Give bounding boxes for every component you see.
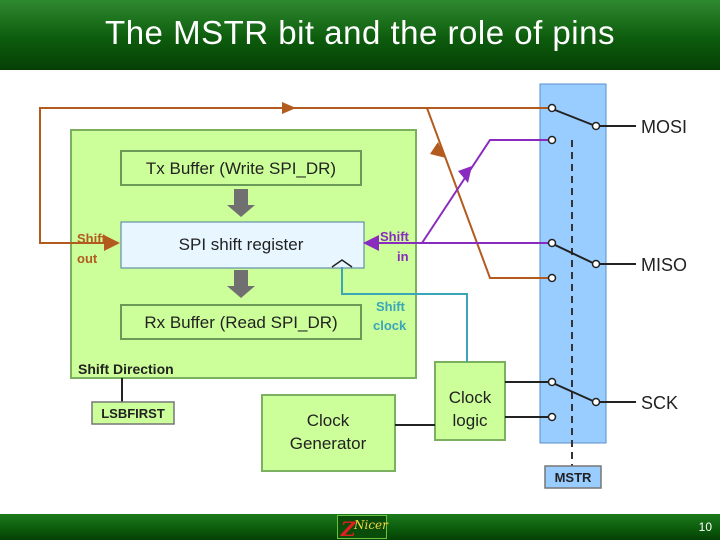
- shift-clock-line: [341, 267, 468, 362]
- clock-generator-label-2: Generator: [290, 434, 367, 453]
- tx-buffer-label: Tx Buffer (Write SPI_DR): [146, 159, 336, 178]
- shift-clock-label-1: Shift: [376, 299, 406, 314]
- sck-switch: [547, 377, 636, 422]
- cross-arrow-brown: [430, 142, 446, 158]
- shift-out-label-2: out: [77, 251, 98, 266]
- clock-generator-label-1: Clock: [307, 411, 350, 430]
- mstr-label: MSTR: [555, 470, 592, 485]
- clock-generator-box: [261, 394, 396, 472]
- miso-switch: [547, 238, 636, 283]
- logo: Z Nicer: [337, 515, 388, 541]
- shift-in-label-1: Shift: [380, 229, 410, 244]
- tx-buffer-box: [120, 150, 362, 186]
- arrow-tx-to-shift: [227, 189, 255, 217]
- shift-in-label-2: in: [397, 249, 409, 264]
- arrow-shift-to-rx: [227, 270, 255, 298]
- logo-letter: Z: [341, 517, 356, 541]
- pin-miso-label: MISO: [641, 255, 687, 275]
- mstr-box: [544, 465, 602, 489]
- shift-register-label: SPI shift register: [179, 235, 304, 254]
- rx-buffer-box: [120, 304, 362, 340]
- mosi-switch: [547, 103, 636, 145]
- lsbfirst-box: [91, 401, 175, 425]
- shift-out-arrow-top: [282, 102, 296, 114]
- cross-arrow-purple: [458, 166, 472, 183]
- clock-logic-label-2: logic: [453, 411, 488, 430]
- pin-mosi-label: MOSI: [641, 117, 687, 137]
- shift-clock-label-2: clock: [373, 318, 407, 333]
- shift-direction-label: Shift Direction: [78, 361, 174, 377]
- pin-sck-label: SCK: [641, 393, 678, 413]
- clock-logic-box: [434, 361, 506, 441]
- page-number: 10: [698, 520, 712, 534]
- shift-clock-edge: [331, 259, 353, 268]
- title-bar: [0, 0, 720, 70]
- cross-line-brown: [426, 107, 552, 279]
- clock-logic-label-1: Clock: [449, 388, 492, 407]
- logo-text: Nicer: [354, 518, 388, 532]
- lsbfirst-label: LSBFIRST: [101, 406, 165, 421]
- spi-diagram: Tx Buffer (Write SPI_DR) SPI shift regis…: [39, 83, 687, 489]
- rx-buffer-label: Rx Buffer (Read SPI_DR): [144, 313, 337, 332]
- slide-title: The MSTR bit and the role of pins: [105, 14, 615, 51]
- cross-line-purple: [421, 139, 552, 244]
